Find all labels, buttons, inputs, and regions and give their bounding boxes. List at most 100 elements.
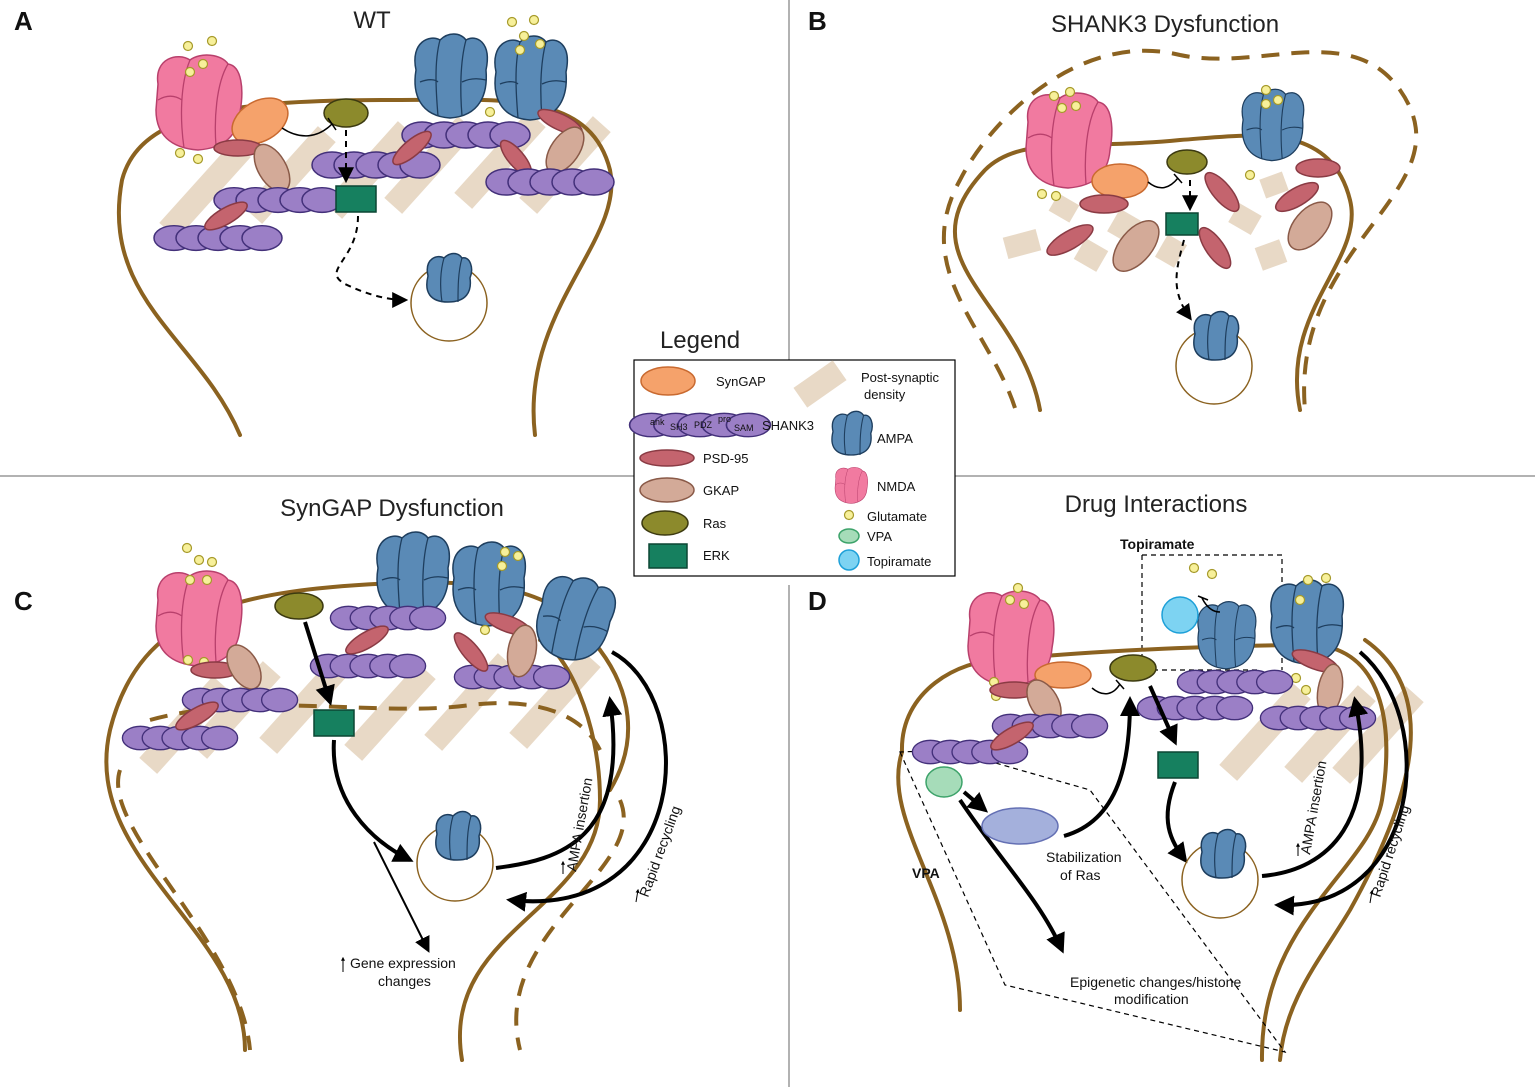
psd95 — [345, 625, 389, 655]
postsynaptic-membrane — [458, 638, 603, 1062]
psd95 — [1198, 226, 1232, 270]
svg-text:SAM: SAM — [734, 423, 754, 433]
syngap — [231, 97, 289, 145]
topiramate-molecule — [1161, 596, 1199, 634]
postsynaptic-membrane — [896, 750, 962, 1012]
legend-title: Legend — [660, 327, 740, 354]
panel-letter: C — [14, 586, 33, 616]
legend-label: SHANK3 — [762, 418, 814, 433]
legend-label: NMDA — [877, 479, 916, 494]
legend-ras-swatch — [641, 510, 689, 536]
shank3 — [311, 151, 441, 179]
psd95 — [1295, 158, 1341, 178]
ampa-receptor — [414, 33, 489, 119]
legend-label: density — [864, 387, 906, 402]
svg-text:PDZ: PDZ — [694, 420, 713, 430]
erk — [1157, 751, 1199, 779]
shank3 — [329, 605, 447, 631]
legend-label: GKAP — [703, 483, 739, 498]
legend-erk-swatch — [648, 543, 688, 569]
psd95 — [1079, 194, 1129, 214]
ampa-receptor — [1193, 310, 1240, 361]
psd95 — [175, 701, 219, 731]
syngap — [1034, 661, 1092, 689]
shank3 — [1176, 669, 1294, 695]
panel-letter: A — [14, 6, 33, 36]
rapid-recycling-label: Rapid recycling — [636, 804, 684, 899]
svg-text:ank: ank — [650, 417, 665, 427]
gkap — [506, 624, 538, 678]
ampa-receptor — [528, 567, 622, 670]
ras — [1166, 149, 1208, 175]
panel-title: WT — [353, 7, 391, 34]
panel-title: Drug Interactions — [1065, 491, 1248, 518]
panel-b: B SHANK3 Dysfunction — [808, 6, 1419, 412]
gkap — [226, 644, 262, 690]
glutamate-cluster — [174, 14, 546, 165]
panel-a: A WT — [14, 6, 615, 437]
panel-c: C SynGAP Dysfunction — [14, 495, 684, 1062]
psd95 — [990, 721, 1034, 751]
legend-label: VPA — [867, 529, 892, 544]
ampa-receptor — [1200, 828, 1247, 879]
legend-psd95-swatch — [639, 449, 695, 467]
legend-topiramate-swatch — [838, 549, 860, 571]
gkap — [1112, 220, 1160, 272]
ras — [274, 592, 324, 620]
legend-glutamate-swatch — [843, 509, 855, 521]
svg-text:SH3: SH3 — [670, 422, 688, 432]
legend-vpa-swatch — [838, 528, 860, 544]
erk — [335, 185, 377, 213]
ampa-receptor — [494, 35, 569, 121]
ampa-receptor — [426, 252, 473, 303]
vpa-label: VPA — [912, 865, 940, 881]
rapid-recycling-label: Rapid recycling — [1368, 803, 1413, 899]
ampa-receptor — [435, 810, 482, 861]
psd95 — [1274, 181, 1320, 213]
vpa-box — [899, 749, 1287, 1053]
legend-ampa-swatch — [831, 410, 873, 456]
legend-label: Topiramate — [867, 554, 931, 569]
svg-text:of Ras: of Ras — [1060, 867, 1100, 883]
legend: Legend SynGAP ank SH3 PDZ pro SAM SHANK3… — [628, 327, 956, 577]
legend-gkap-swatch — [639, 477, 695, 503]
nmda-receptor — [155, 54, 243, 151]
psd95 — [1204, 171, 1240, 213]
shank3 — [485, 168, 615, 196]
legend-label: Ras — [703, 516, 727, 531]
legend-label: Glutamate — [867, 509, 927, 524]
legend-nmda-swatch — [834, 467, 868, 504]
psd95 — [453, 632, 489, 672]
shank3 — [153, 224, 283, 252]
psd95 — [204, 201, 248, 231]
svg-text:pro: pro — [718, 414, 731, 424]
ampa-receptor — [1197, 600, 1257, 670]
vpa-molecule — [925, 766, 963, 798]
syngap — [1091, 163, 1149, 199]
glutamate-cluster — [988, 562, 1332, 702]
stabilization-label: Stabilization — [1046, 849, 1122, 865]
postsynaptic-membrane — [952, 133, 1354, 412]
panel-title: SynGAP Dysfunction — [280, 495, 504, 522]
legend-label: Post-synaptic — [861, 370, 940, 385]
legend-label: ERK — [703, 548, 730, 563]
panel-letter: B — [808, 6, 827, 36]
legend-label: AMPA — [877, 431, 913, 446]
legend-label: SynGAP — [716, 374, 766, 389]
psd95 — [392, 130, 432, 166]
gkap — [1287, 201, 1333, 251]
ras — [323, 98, 369, 128]
gene-expression-label: Gene expression — [350, 955, 456, 971]
svg-text:modification: modification — [1114, 991, 1189, 1007]
legend-label: PSD-95 — [703, 451, 749, 466]
ampa-receptor — [376, 531, 451, 617]
panel-title: SHANK3 Dysfunction — [1051, 11, 1279, 38]
topiramate-label: Topiramate — [1120, 536, 1195, 552]
erk — [1165, 212, 1199, 236]
legend-psd-swatch — [793, 360, 847, 408]
former-membrane — [941, 48, 1419, 411]
panel-letter: D — [808, 586, 827, 616]
psd95 — [1046, 224, 1094, 256]
shank3 — [309, 653, 427, 679]
